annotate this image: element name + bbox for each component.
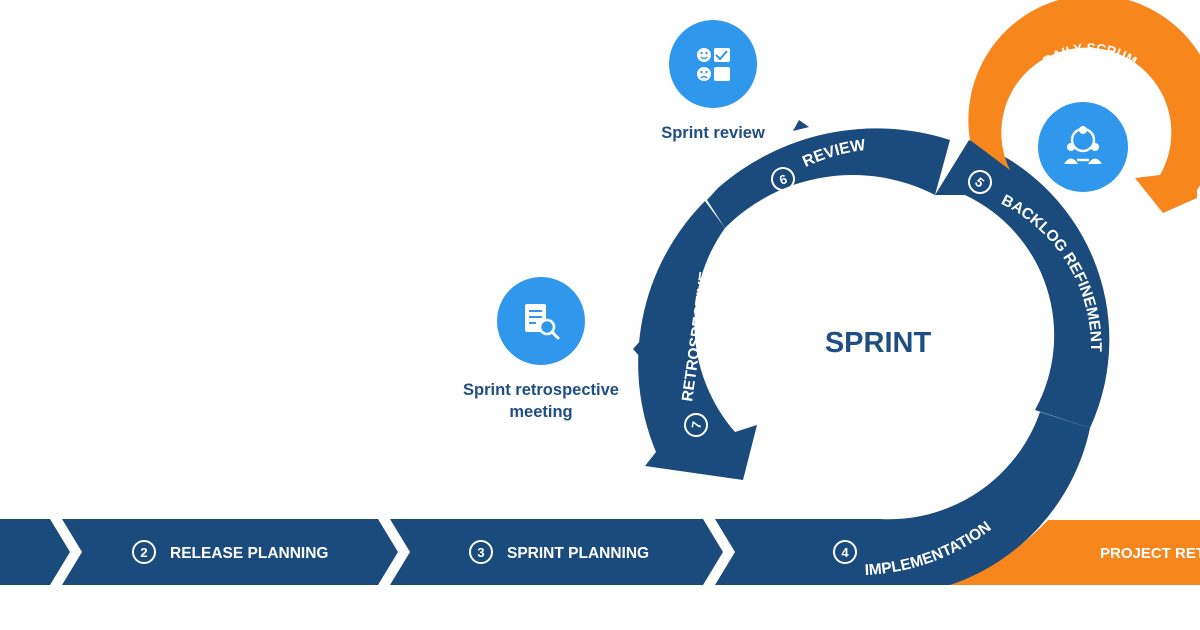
sprint-retrospective-icon-badge [497, 277, 585, 365]
sprint-retrospective-label-line1: Sprint retrospective [463, 381, 619, 399]
step-3-number-circle [469, 540, 493, 564]
cycle-step-5-backlog-refinement-arc [935, 140, 1110, 428]
document-magnifier-icon [525, 304, 560, 340]
step-6-number-circle [771, 167, 795, 191]
step-4-number-circle [833, 540, 857, 564]
daily-scrum-icon-badge [1038, 102, 1128, 192]
review-pointer-triangle [793, 120, 809, 131]
step-7-number-circle [684, 413, 708, 437]
sprint-review-icon-badge [669, 20, 757, 108]
cycle-step-6-review-arc [707, 128, 950, 228]
pipeline-step-2-chevron [62, 519, 398, 585]
project-retrospective-band [950, 520, 1200, 585]
step-2-label: RELEASE PLANNING [170, 545, 328, 562]
team-meeting-icon [1064, 126, 1102, 164]
step-2-number-circle [132, 540, 156, 564]
step-7-number: 7 [688, 420, 704, 430]
sprint-center-label: SPRINT [825, 327, 932, 359]
sprint-review-label: Sprint review [661, 124, 765, 142]
retrospective-pointer-triangle [633, 340, 641, 358]
project-retrospective-label: PROJECT RETROSPECTIVE [1100, 545, 1200, 562]
pipeline-step-1 [0, 519, 70, 585]
review-faces-checklist-icon [697, 48, 730, 81]
step-6-number: 6 [777, 171, 789, 188]
step-5-number-circle [968, 170, 992, 194]
cycle-step-7-retrospective-arc [638, 201, 757, 480]
daily-scrum-loop-arrow [968, 0, 1200, 213]
step-2-number: 2 [140, 545, 147, 560]
sprint-retrospective-label-line2: meeting [509, 403, 572, 421]
step-4-number: 4 [841, 545, 849, 560]
pipeline-step-3-chevron [390, 519, 723, 585]
step-3-number: 3 [477, 545, 484, 560]
step-3-label: SPRINT PLANNING [507, 545, 649, 562]
pipeline-step-4-implementation-arc [715, 412, 1090, 585]
